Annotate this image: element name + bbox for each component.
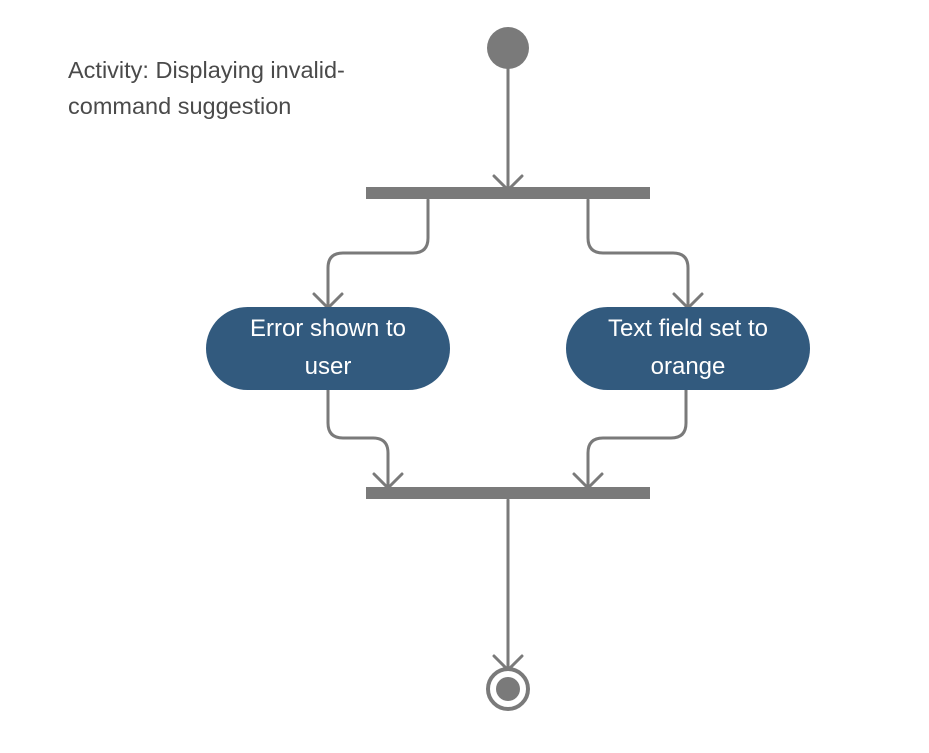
action-label-error-line-2: user — [304, 353, 352, 380]
diagram-title-line-2: command suggestion — [68, 93, 292, 119]
flow-textfield-to-join — [586, 388, 688, 490]
action-node-error — [206, 307, 450, 390]
initial-node — [487, 27, 529, 69]
action-label-textfield-line-1: Text field set to — [607, 315, 769, 342]
action-label-error-line-1: Error shown to — [249, 315, 407, 342]
diagram-title-line-1: Activity: Displaying invalid- — [68, 57, 345, 83]
flow-fork-to-textfield — [586, 198, 690, 310]
action-label-textfield: Text field set to orange — [566, 310, 810, 386]
action-label-textfield-line-2: orange — [650, 353, 726, 380]
flow-fork-to-error — [326, 198, 430, 310]
final-node-core — [496, 677, 520, 701]
join-bar — [366, 487, 650, 499]
action-label-error: Error shown to user — [206, 310, 450, 386]
flow-error-to-join — [326, 388, 390, 490]
fork-bar — [366, 187, 650, 199]
action-node-textfield — [566, 307, 810, 390]
diagram-title: Activity: Displaying invalid- command su… — [68, 52, 408, 124]
